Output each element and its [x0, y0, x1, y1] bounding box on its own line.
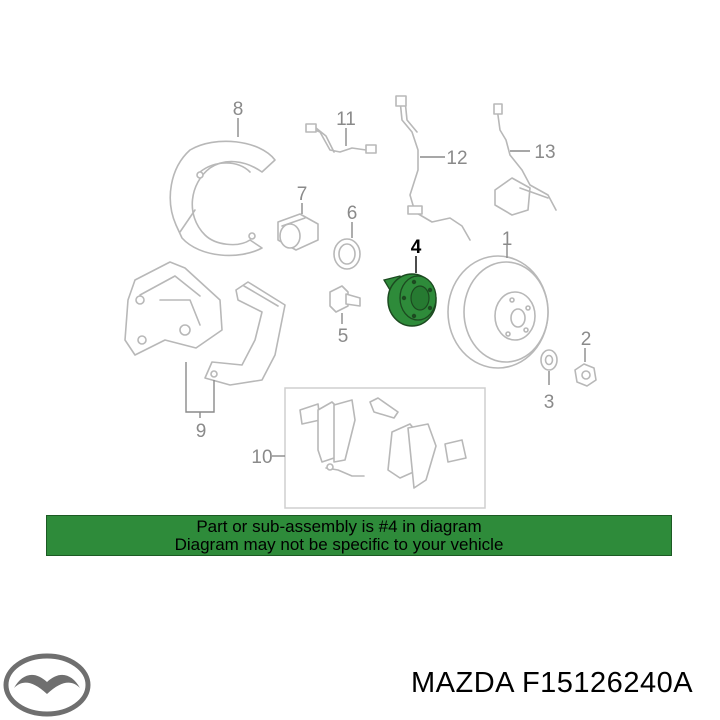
part-9-caliper	[124, 261, 223, 356]
part-12-abs-sensor	[395, 95, 471, 241]
part-7-bushing	[277, 213, 319, 251]
info-banner: Part or sub-assembly is #4 in diagram Di…	[46, 515, 672, 556]
part-9-caliper-bracket	[204, 281, 286, 386]
banner-line-1: Part or sub-assembly is #4 in diagram	[196, 517, 482, 536]
part-1-brake-disc	[447, 255, 549, 369]
part-11-brake-pipe	[305, 123, 377, 154]
part-5-bolt	[329, 285, 361, 313]
part-10-pad-kit	[284, 387, 486, 509]
callout-5: 5	[338, 326, 349, 347]
part-6-o-ring	[333, 238, 361, 270]
callout-3: 3	[544, 392, 555, 413]
callout-6: 6	[347, 203, 358, 224]
leader-9	[185, 362, 215, 418]
part-8-dust-shield	[169, 140, 276, 257]
part-3-washer	[540, 349, 558, 371]
callout-9: 9	[196, 421, 207, 442]
part-4-wheel-hub	[382, 273, 437, 327]
part-13-sensor-bracket	[493, 103, 557, 216]
banner-line-2: Diagram may not be specific to your vehi…	[174, 535, 504, 554]
part-2-nut	[574, 363, 597, 387]
callout-10: 10	[251, 447, 272, 468]
mazda-logo-icon	[3, 653, 91, 717]
callout-12: 12	[446, 148, 467, 169]
callout-7: 7	[297, 184, 308, 205]
part-number-label: MAZDA F15126240A	[411, 667, 694, 699]
callout-1: 1	[502, 229, 513, 250]
callout-8: 8	[233, 99, 244, 120]
callout-2: 2	[581, 329, 592, 350]
callout-11: 11	[336, 109, 356, 130]
callout-4: 4	[411, 237, 422, 258]
callout-13: 13	[534, 142, 555, 163]
